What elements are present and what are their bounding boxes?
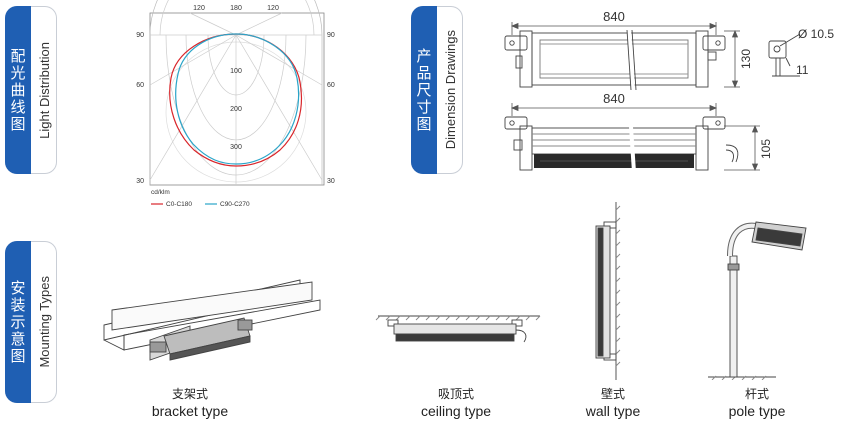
top-width-dimension bbox=[510, 22, 718, 35]
mounting-illustrations bbox=[103, 202, 807, 380]
caption-ceiling-type: 吸顶式 ceiling type bbox=[396, 386, 516, 420]
bracket-mount-illustration bbox=[103, 279, 321, 361]
caption-bracket-type: 支架式 bracket type bbox=[130, 386, 250, 420]
polar-right-label-90: 90 bbox=[327, 32, 335, 39]
light-distribution-title-zh: 配光曲线图 bbox=[8, 47, 27, 133]
pole-mount-illustration bbox=[708, 221, 807, 380]
curve-c90-c270 bbox=[175, 33, 300, 165]
polar-radial-label-100: 100 bbox=[230, 68, 242, 75]
side-view-break bbox=[628, 111, 636, 173]
mounting-tab-zh-panel: 安装示意图 bbox=[5, 241, 31, 403]
dimension-tab-zh-panel: 产品尺寸图 bbox=[411, 6, 437, 174]
ceiling-mount-illustration bbox=[375, 315, 541, 343]
dimension-title-en: Dimension Drawings bbox=[442, 30, 458, 150]
polar-right-label-30: 30 bbox=[327, 178, 335, 185]
wall-mount-illustration bbox=[595, 202, 621, 380]
curve-c0-c180 bbox=[169, 33, 303, 167]
mounting-title-zh: 安装示意图 bbox=[8, 279, 27, 365]
caption-ceiling-en: ceiling type bbox=[420, 403, 492, 419]
mounting-tab-en-panel: Mounting Types bbox=[31, 241, 57, 403]
side-height-dimension bbox=[724, 124, 760, 172]
caption-wall-type: 壁式 wall type bbox=[553, 386, 673, 420]
mounting-title-en: Mounting Types bbox=[36, 276, 52, 368]
top-height-value: 130 bbox=[739, 49, 753, 69]
caption-bracket-en: bracket type bbox=[151, 403, 229, 419]
caption-ceiling-zh: 吸顶式 bbox=[437, 387, 474, 401]
top-width-value: 840 bbox=[603, 9, 625, 24]
polar-radial-label-200: 200 bbox=[230, 106, 242, 113]
polar-spokes bbox=[149, 12, 323, 185]
polar-radial-label-300: 300 bbox=[230, 144, 242, 151]
polar-left-label-30: 30 bbox=[136, 178, 144, 185]
caption-pole-en: pole type bbox=[728, 403, 786, 419]
light-distribution-tab: 配光曲线图 Light Distribution bbox=[5, 6, 57, 174]
light-distribution-title-en: Light Distribution bbox=[36, 41, 52, 139]
polar-unit-label: cd/klm bbox=[151, 189, 170, 196]
legend-label-c90-c270: C90-C270 bbox=[220, 201, 250, 208]
light-distribution-tab-en-panel: Light Distribution bbox=[31, 6, 57, 174]
hole-offset-value: 11 bbox=[796, 63, 809, 77]
polar-left-label-60: 60 bbox=[136, 82, 144, 89]
side-width-value: 840 bbox=[603, 91, 625, 106]
side-width-dimension bbox=[510, 103, 718, 116]
dimension-title-zh: 产品尺寸图 bbox=[414, 47, 433, 133]
polar-top-label-left: 120 bbox=[193, 5, 205, 12]
caption-bracket-zh: 支架式 bbox=[171, 387, 208, 401]
caption-pole-zh: 杆式 bbox=[744, 387, 769, 401]
side-height-value: 105 bbox=[759, 139, 773, 159]
polar-left-label-90: 90 bbox=[136, 32, 144, 39]
polar-right-label-60: 60 bbox=[327, 82, 335, 89]
polar-top-label-right: 120 bbox=[267, 5, 279, 12]
dimension-tab-en-panel: Dimension Drawings bbox=[437, 6, 463, 174]
top-view-lamp bbox=[504, 29, 726, 91]
polar-top-label-center: 180 bbox=[230, 5, 242, 12]
caption-wall-zh: 壁式 bbox=[600, 387, 625, 401]
caption-wall-en: wall type bbox=[585, 403, 641, 419]
hole-detail bbox=[768, 33, 801, 77]
top-height-dimension bbox=[724, 29, 740, 89]
mounting-types-tab: 安装示意图 Mounting Types bbox=[5, 241, 57, 403]
dimension-drawings: 840 130 Ø 10.5 11 bbox=[504, 9, 834, 173]
dimension-drawings-tab: 产品尺寸图 Dimension Drawings bbox=[411, 6, 463, 174]
caption-pole-type: 杆式 pole type bbox=[697, 386, 817, 420]
hole-diameter-value: Ø 10.5 bbox=[798, 27, 834, 41]
legend-label-c0-c180: C0-C180 bbox=[166, 201, 192, 208]
light-distribution-tab-zh-panel: 配光曲线图 bbox=[5, 6, 31, 174]
polar-light-distribution-chart: 120 180 120 90 60 30 90 60 30 100 200 30… bbox=[136, 0, 335, 208]
